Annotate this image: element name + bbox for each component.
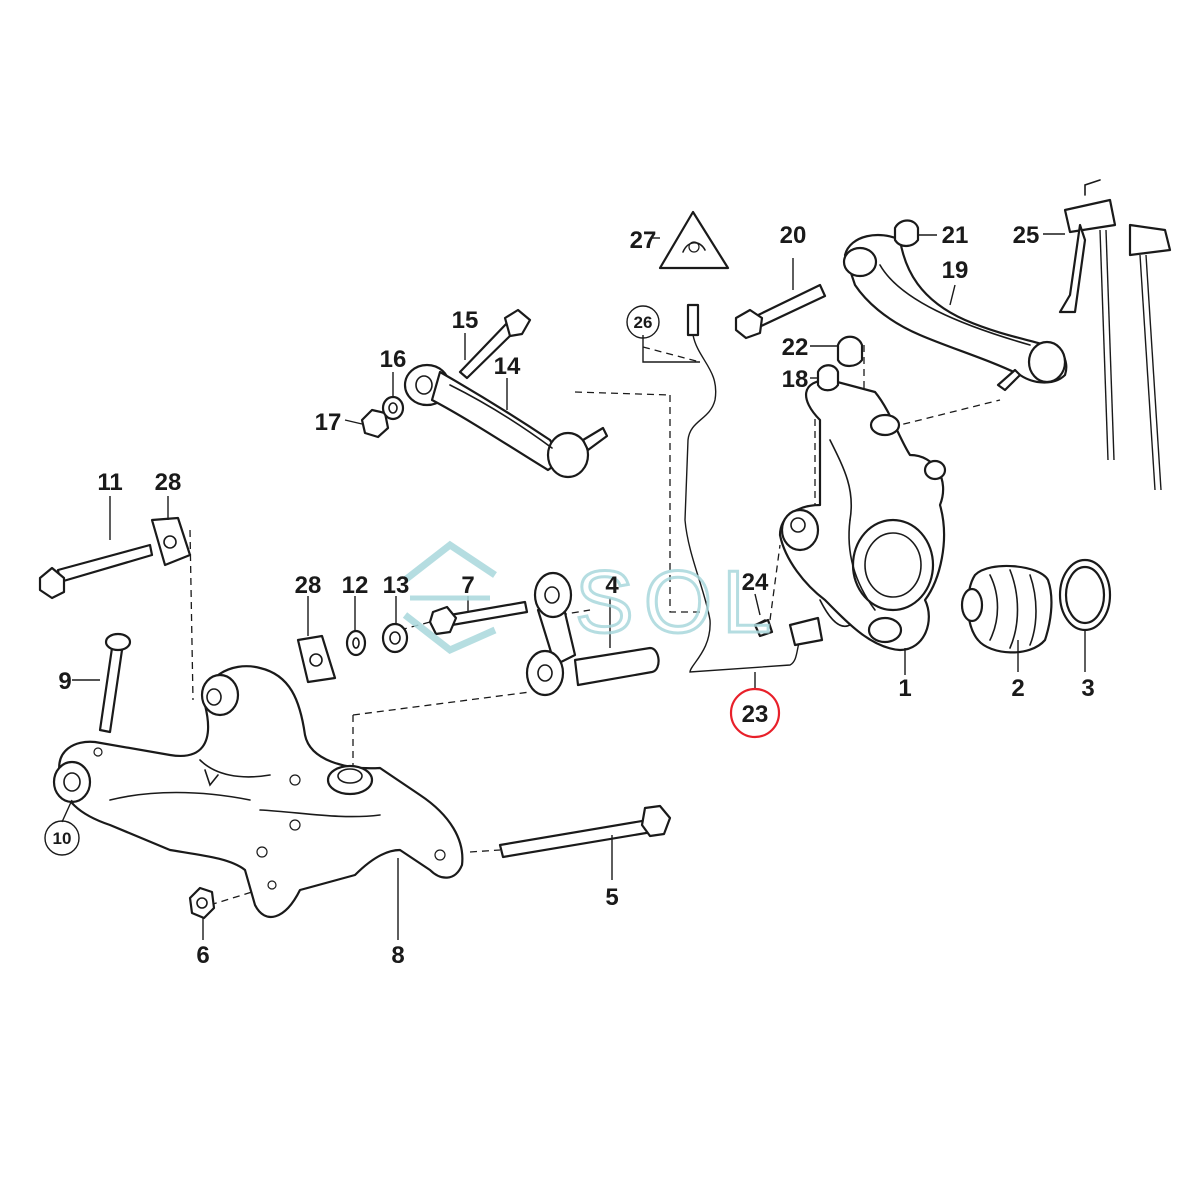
bolt-part-11 — [38, 543, 154, 600]
nut-part-6 — [188, 886, 216, 920]
label-19: 19 — [942, 257, 969, 284]
label-13: 13 — [383, 572, 410, 599]
label-16: 16 — [380, 346, 407, 373]
label-6: 6 — [196, 942, 209, 969]
label-26: 26 — [634, 313, 653, 332]
nut-part-18 — [816, 364, 840, 392]
label-2: 2 — [1011, 675, 1024, 702]
snap-ring-part-3 — [1058, 558, 1112, 632]
nut-part-13 — [381, 622, 409, 654]
label-10: 10 — [53, 829, 72, 848]
label-10-circle — [44, 820, 80, 856]
sensor-part-24 — [753, 618, 774, 638]
subframe-part-8 — [52, 665, 464, 918]
bolt-part-9 — [98, 632, 132, 734]
sensor-wire-part-23 — [684, 303, 824, 673]
brake-line-part-25 — [1058, 179, 1172, 491]
nut-part-17 — [360, 408, 390, 439]
nut-part-21 — [893, 219, 920, 248]
label-3: 3 — [1081, 675, 1094, 702]
bolt-part-5 — [498, 804, 672, 859]
nut-part-22 — [836, 335, 864, 368]
label-21: 21 — [942, 222, 969, 249]
label-17: 17 — [315, 409, 342, 436]
part-number-labels: 1 2 3 4 5 6 7 8 9 11 12 13 14 15 16 17 1… — [44, 222, 1095, 969]
label-7: 7 — [461, 572, 474, 599]
label-18: 18 — [782, 366, 809, 393]
control-arm-part-19 — [842, 233, 1068, 392]
eccentric-part-28-upper — [150, 516, 192, 567]
label-24: 24 — [742, 569, 769, 596]
label-27: 27 — [630, 227, 657, 254]
link-part-4 — [525, 571, 660, 697]
label-12: 12 — [342, 572, 369, 599]
label-28-lower: 28 — [295, 572, 322, 599]
label-20: 20 — [780, 222, 807, 249]
label-14: 14 — [494, 353, 521, 380]
label-5: 5 — [605, 884, 618, 911]
watermark-text: SOL — [575, 552, 781, 651]
label-25: 25 — [1013, 222, 1040, 249]
label-26-circle — [626, 305, 660, 339]
label-8: 8 — [391, 942, 404, 969]
leader-lines — [61, 233, 1086, 940]
label-1: 1 — [898, 675, 911, 702]
bolt-part-15 — [458, 308, 532, 380]
bolt-part-7 — [428, 600, 529, 636]
label-11: 11 — [97, 469, 122, 496]
label-28-upper: 28 — [155, 469, 182, 496]
control-arm-part-14 — [403, 363, 609, 479]
label-22: 22 — [782, 334, 809, 361]
bolt-part-20 — [734, 283, 827, 340]
warning-label-part-27 — [658, 210, 730, 270]
wheel-carrier-part-1 — [778, 378, 947, 652]
watermark-logo — [402, 540, 497, 655]
washer-part-12 — [345, 629, 367, 657]
eccentric-part-28-lower — [296, 634, 337, 684]
highlight-circle-23 — [729, 687, 781, 739]
bearing-part-2 — [960, 564, 1053, 654]
washer-part-16 — [381, 395, 405, 421]
label-15: 15 — [452, 307, 479, 334]
label-4: 4 — [605, 572, 619, 599]
label-9: 9 — [58, 668, 71, 695]
label-23: 23 — [742, 701, 769, 728]
